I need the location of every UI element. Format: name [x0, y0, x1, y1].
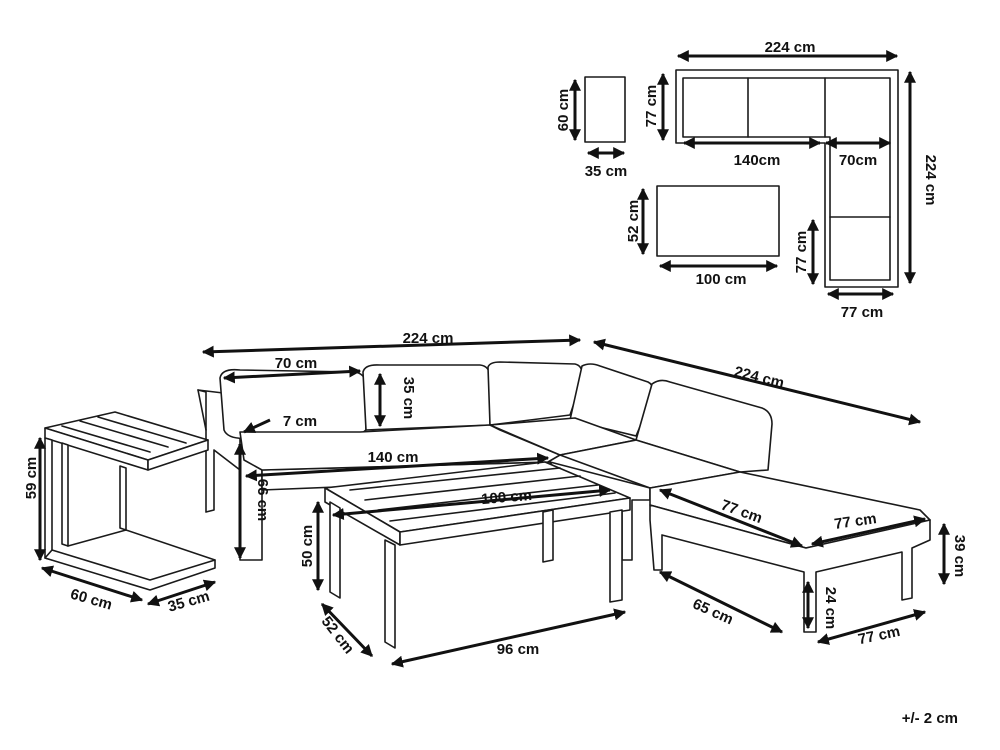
plan-sofa-depth-label: 77 cm — [643, 85, 660, 128]
iso-side-table-width-label: 35 cm — [166, 588, 212, 616]
plan-table-depth-label: 52 cm — [625, 200, 642, 243]
plan-sofa-length-label: 224 cm — [922, 155, 939, 206]
iso-side-table-height-label: 59 cm — [23, 457, 40, 500]
plan-side-table-width-label: 35 cm — [585, 163, 628, 180]
iso-seat-length-label: 140 cm — [368, 449, 419, 466]
iso-side-table — [44, 411, 216, 591]
iso-total-depth-label: 224 cm — [732, 363, 785, 392]
plan-view: 60 cm 35 cm 224 cm 77 cm 140cm 70cm 224 … — [555, 39, 939, 321]
plan-ottoman-depth-label: 77 cm — [793, 231, 810, 274]
iso-total-width-label: 224 cm — [403, 330, 454, 347]
iso-ottoman-width-label: 77 cm — [856, 623, 901, 648]
plan-sofa-width-label: 224 cm — [765, 39, 816, 56]
iso-table-top-label: 100 cm — [481, 487, 533, 508]
plan-sofa — [675, 69, 899, 288]
iso-sofa-height-label: 66 cm — [254, 479, 271, 522]
iso-table-height-label: 50 cm — [299, 525, 316, 568]
iso-ottoman-leg-label: 24 cm — [822, 587, 839, 630]
plan-side-table — [584, 76, 626, 143]
plan-table-width-label: 100 cm — [696, 271, 747, 288]
plan-sofa-corner-label: 70cm — [839, 152, 877, 169]
plan-side-table-height-label: 60 cm — [555, 89, 572, 132]
plan-table — [656, 185, 780, 257]
iso-arm-width-label: 7 cm — [283, 413, 317, 430]
iso-table-width-label: 96 cm — [497, 641, 540, 658]
iso-back-cushion-3 — [487, 361, 584, 426]
iso-back-height-label: 35 cm — [400, 377, 417, 420]
iso-ottoman-depth-label: 65 cm — [690, 595, 736, 628]
plan-sofa-long-label: 140cm — [734, 152, 781, 169]
iso-ottoman-height-label: 39 cm — [951, 535, 968, 578]
iso-dimensions — [34, 334, 950, 668]
tolerance-note: +/- 2 cm — [902, 710, 958, 727]
plan-ottoman-width-label: 77 cm — [841, 304, 884, 321]
iso-back-cushion-2 — [362, 364, 491, 431]
iso-cushion-width-label: 70 cm — [275, 355, 318, 372]
iso-ottoman-top-b-label: 77 cm — [833, 510, 877, 533]
